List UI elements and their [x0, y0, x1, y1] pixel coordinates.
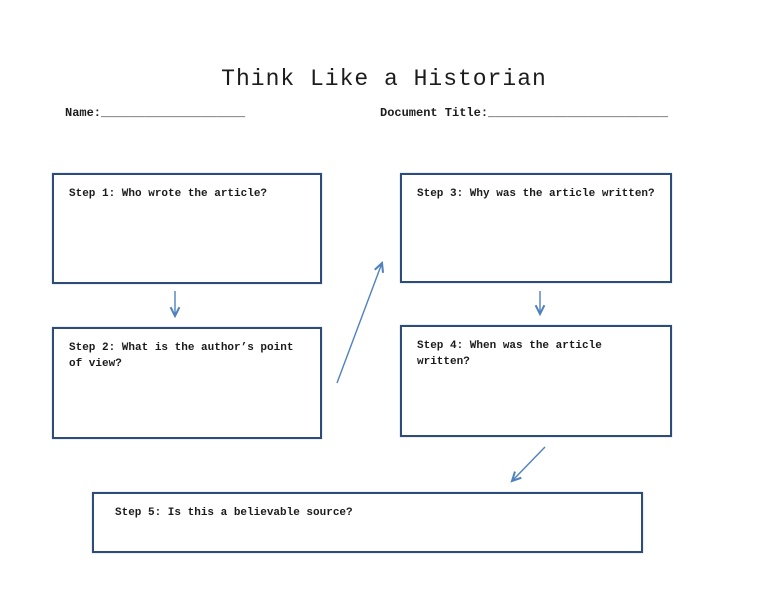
step-4-label: Step 4: When was the article written?: [417, 340, 602, 368]
name-label: Name:: [65, 106, 102, 120]
step-3-box[interactable]: Step 3: Why was the article written?: [400, 173, 672, 283]
name-blank[interactable]: ____________________: [101, 106, 246, 120]
page-title: Think Like a Historian: [221, 66, 547, 92]
document-title-field-line: Document Title:_________________________: [380, 106, 668, 120]
step-4-box[interactable]: Step 4: When was the article written?: [400, 325, 672, 437]
step-2-label: Step 2: What is the author’s point of vi…: [69, 342, 294, 370]
step-1-label: Step 1: Who wrote the article?: [69, 188, 268, 200]
step-3-label: Step 3: Why was the article written?: [417, 188, 655, 200]
document-title-blank[interactable]: _________________________: [488, 106, 669, 120]
step-2-box[interactable]: Step 2: What is the author’s point of vi…: [52, 327, 322, 439]
name-field-line: Name:____________________: [65, 106, 245, 120]
arrow-step2-to-step3-icon: [336, 263, 382, 384]
arrow-step4-to-step5-icon: [512, 446, 546, 481]
step-5-label: Step 5: Is this a believable source?: [115, 507, 353, 519]
step-1-box[interactable]: Step 1: Who wrote the article?: [52, 173, 322, 284]
step-5-box[interactable]: Step 5: Is this a believable source?: [92, 492, 643, 553]
document-title-label: Document Title:: [380, 106, 489, 120]
